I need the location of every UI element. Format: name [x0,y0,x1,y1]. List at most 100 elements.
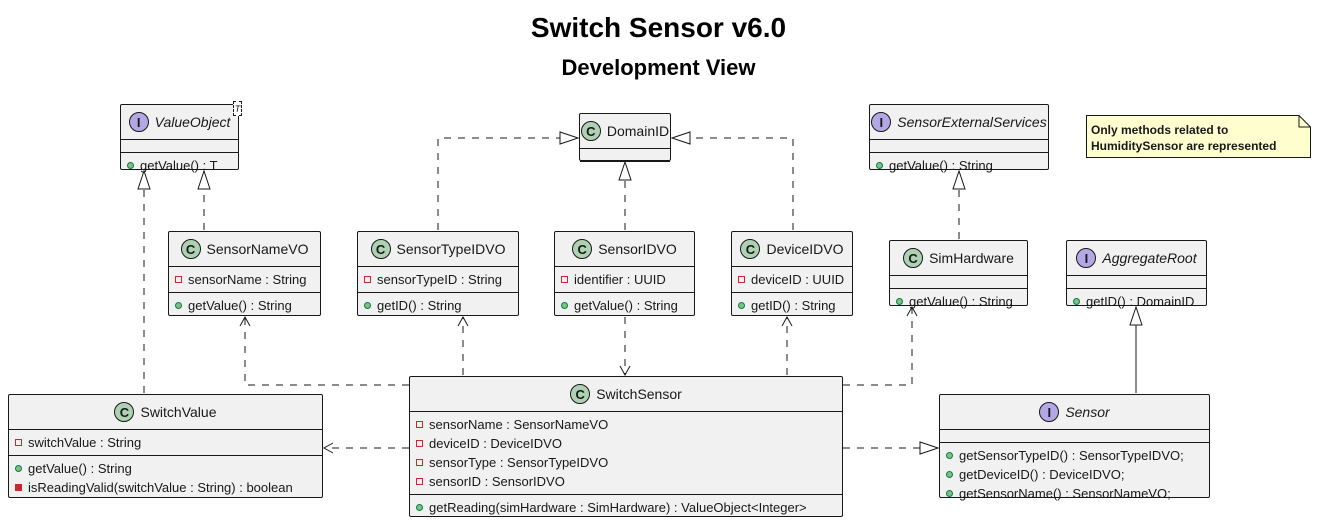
public-visibility-icon [127,162,134,169]
field-text: deviceID : UUID [751,272,845,287]
field-row: sensorTypeID : String [364,270,512,289]
method-text: getValue() : String [28,461,132,476]
fields-section: sensorName : String [169,266,320,292]
fields-section [940,429,1209,442]
public-visibility-icon [946,452,953,459]
realization-arrowhead [618,160,632,181]
methods-section: getValue() : String isReadingValid(switch… [9,455,322,500]
class-stereotype-icon: C [580,121,601,141]
public-visibility-icon [896,298,903,305]
fields-section: sensorName : SensorNameVO deviceID : Devi… [410,411,842,494]
dependency-arrowhead [322,442,334,454]
private-visibility-icon [416,440,423,447]
field-text: switchValue : String [28,435,142,450]
class-stereotype-icon: C [370,239,391,259]
realization-arrowhead [670,131,691,145]
method-row: getValue() : String [175,296,314,315]
method-text: getValue() : String [889,158,993,173]
field-text: sensorTypeID : String [377,272,502,287]
method-text: getSensorName() : SensorNameVO; [959,486,1171,501]
note: Only methods related to HumiditySensor a… [1086,115,1311,158]
private-visibility-icon [364,276,371,283]
method-text: getID() : DomainID [1086,294,1195,309]
public-visibility-icon [175,302,182,309]
field-text: sensorName : String [188,272,307,287]
public-visibility-icon [364,302,371,309]
note-line: Only methods related to [1091,123,1229,137]
interface-stereotype-icon: I [128,112,149,132]
class-name: SimHardware [929,250,1014,266]
field-row: sensorID : SensorIDVO [416,472,836,491]
method-text: getValue() : T [140,158,218,173]
method-row: getValue() : String [896,292,1021,311]
method-text: getValue() : String [574,298,678,313]
method-text: getID() : String [377,298,462,313]
dependency-arrowhead [239,315,251,327]
methods-section: getID() : String [732,292,852,318]
method-row: getValue() : String [15,459,316,478]
class-stereotype-icon: C [570,384,591,404]
dependency-arrowhead [457,315,469,327]
methods-section: getValue() : T [121,152,238,178]
field-row: switchValue : String [15,433,316,452]
public-visibility-icon [561,302,568,309]
class-stereotype-icon: C [740,239,761,259]
method-text: getSensorTypeID() : SensorTypeIDVO; [959,448,1184,463]
fields-section: switchValue : String [9,429,322,455]
method-row: getID() : String [364,296,512,315]
methods-section: getValue() : String [870,152,1048,178]
fields-section: identifier : UUID [555,266,694,292]
method-row: isReadingValid(switchValue : String) : b… [15,478,316,497]
private-visibility-icon [738,276,745,283]
method-row: getDeviceID() : DeviceIDVO; [946,465,1203,484]
methods-section: getID() : String [358,292,518,318]
fields-section [121,139,238,152]
private-visibility-icon [15,439,22,446]
field-text: identifier : UUID [574,272,666,287]
note-line: HumiditySensor are represented [1091,139,1277,153]
public-visibility-icon [946,490,953,497]
field-row: sensorName : String [175,270,314,289]
realization-arrowhead [137,169,151,190]
field-text: deviceID : DeviceIDVO [429,436,562,451]
class-name: SensorIDVO [598,241,677,257]
methods-section: getSensorTypeID() : SensorTypeIDVO; getDe… [940,442,1209,506]
method-text: getReading(simHardware : SimHardware) : … [429,500,807,515]
field-row: sensorType : SensorTypeIDVO [416,453,836,472]
type-parameter: T [233,101,242,116]
class-switch-sensor[interactable]: C SwitchSensor sensorName : SensorNameVO de… [409,376,843,517]
class-name: SensorNameVO [206,241,309,257]
realization-edge [437,137,560,230]
realization-arrowhead [197,169,211,190]
field-row: deviceID : UUID [738,270,846,289]
method-text: getDeviceID() : DeviceIDVO; [959,467,1125,482]
method-row: getSensorTypeID() : SensorTypeIDVO; [946,446,1203,465]
method-row: getValue() : T [127,156,232,175]
field-row: sensorName : SensorNameVO [416,415,836,434]
class-name: AggregateRoot [1102,250,1197,266]
private-method-icon [15,484,22,491]
class-name: SwitchSensor [596,386,682,402]
field-text: sensorName : SensorNameVO [429,417,609,432]
method-text: getValue() : String [909,294,1013,309]
public-visibility-icon [738,302,745,309]
field-text: sensorID : SensorIDVO [429,474,565,489]
public-visibility-icon [946,471,953,478]
private-visibility-icon [416,421,423,428]
field-row: deviceID : DeviceIDVO [416,434,836,453]
